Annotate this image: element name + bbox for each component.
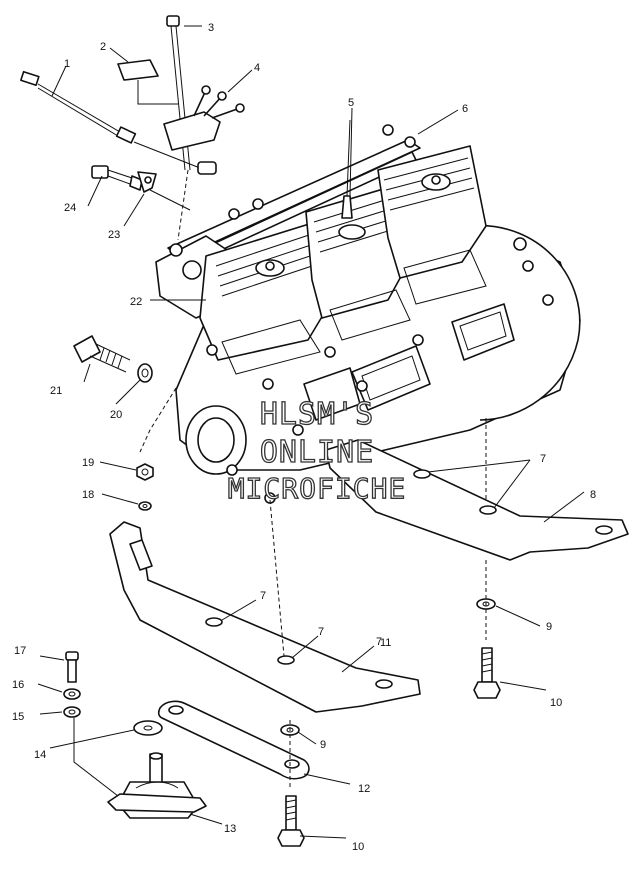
callout-12: 12	[358, 783, 370, 795]
callout-11: 11	[380, 637, 391, 649]
callout-23: 23	[108, 229, 120, 241]
callout-19: 19	[82, 457, 94, 469]
callout-22: 22	[130, 296, 142, 308]
cylinder-2	[305, 183, 411, 319]
callout-6: 6	[462, 103, 468, 115]
callout-10-upper: 10	[550, 697, 562, 709]
callout-13: 13	[224, 823, 236, 835]
washer-15	[63, 706, 81, 718]
mounting-plate-8	[325, 439, 629, 561]
bolt-10b	[277, 795, 305, 847]
leader-lines	[37, 25, 585, 839]
bracket-with-studs	[163, 85, 245, 151]
callout-24: 24	[64, 202, 76, 214]
bolt-path-dashed	[139, 387, 177, 453]
callout-14: 14	[34, 749, 46, 761]
spacer-plate-12	[157, 700, 310, 780]
callout-9-upper: 9	[546, 621, 552, 633]
watermark: HLSM'S ONLINE MICROFICHE	[227, 396, 407, 505]
callout-16: 16	[12, 679, 24, 691]
washer-15-hole	[68, 709, 76, 715]
mounting-plate-11	[109, 521, 421, 713]
engine-block	[155, 119, 581, 504]
callout-3: 3	[208, 22, 214, 34]
cylinder-3	[377, 145, 487, 279]
washer-20	[137, 363, 153, 383]
callout-10-lower: 10	[352, 841, 364, 853]
decal	[117, 59, 178, 105]
watermark-line-3: MICROFICHE	[228, 472, 407, 505]
adjuster-screw	[91, 165, 143, 191]
callout-21: 21	[50, 385, 62, 397]
callout-18: 18	[82, 489, 94, 501]
bolt-17	[65, 651, 79, 683]
callout-20: 20	[110, 409, 122, 421]
callout-15: 15	[12, 711, 24, 723]
washer-16	[63, 688, 81, 700]
bolt-21	[73, 335, 131, 373]
callout-4: 4	[254, 62, 260, 74]
callout-9-lower: 9	[320, 739, 326, 751]
nut-19	[136, 463, 154, 481]
callout-17: 17	[14, 645, 26, 657]
washer-16-hole	[68, 691, 76, 697]
callout-2: 2	[100, 41, 106, 53]
washer-14-hole	[143, 725, 153, 731]
callout-5: 5	[348, 97, 354, 109]
watermark-line-1: HLSM'S	[260, 397, 374, 432]
washer-18	[138, 501, 152, 511]
callout-1: 1	[64, 58, 70, 70]
callout-7-left: 7	[260, 590, 266, 602]
washer-14	[133, 720, 163, 736]
cable-clip	[137, 171, 191, 211]
watermark-line-2: ONLINE	[260, 435, 374, 470]
throttle-cable	[20, 70, 217, 175]
engine-mount-13	[107, 752, 207, 819]
callout-7-mid: 7	[318, 626, 324, 638]
callout-8: 8	[590, 489, 596, 501]
callout-7-right: 7	[376, 636, 382, 648]
callouts: 1 2 3 4 5 6 7 7 7 7 8 9 9 10 10 11 12 13…	[12, 22, 596, 853]
bolt-10a	[473, 647, 501, 699]
callout-7-upper: 7	[540, 453, 546, 465]
